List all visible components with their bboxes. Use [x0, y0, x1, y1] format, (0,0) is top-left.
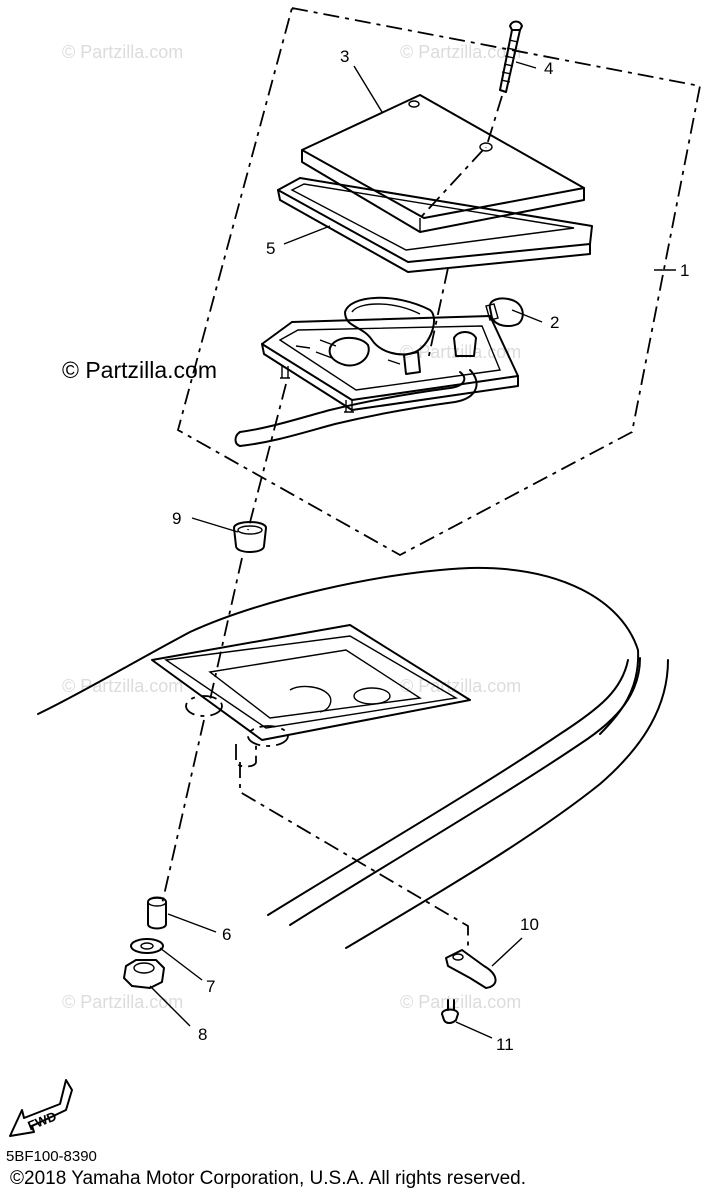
alignment-lines: [161, 95, 503, 950]
callout-8: 8: [198, 1025, 207, 1044]
diagram-part-code: 5BF100-8390: [6, 1148, 97, 1165]
copyright-notice: ©2018 Yamaha Motor Corporation, U.S.A. A…: [10, 1168, 526, 1189]
callout-10: 10: [520, 915, 539, 934]
nut: [123, 959, 165, 989]
watermark-main: © Partzilla.com: [62, 357, 217, 383]
washer: [130, 938, 164, 954]
watermarks: © Partzilla.com © Partzilla.com © Partzi…: [62, 42, 521, 1012]
watermark: © Partzilla.com: [62, 42, 183, 62]
callout-1: 1: [680, 261, 689, 280]
callout-6: 6: [222, 925, 231, 944]
callout-2: 2: [550, 313, 559, 332]
collar: [147, 896, 167, 930]
callout-7: 7: [206, 977, 215, 996]
callout-9: 9: [172, 509, 181, 528]
bracket: [445, 949, 497, 989]
bulb: [485, 297, 524, 327]
callout-5: 5: [266, 239, 275, 258]
hull: [37, 566, 669, 949]
housing: [234, 296, 519, 447]
watermark: © Partzilla.com: [400, 42, 521, 62]
lid: [301, 94, 585, 233]
small-screw: [441, 999, 459, 1024]
callout-4: 4: [544, 59, 553, 78]
assembly-boundary: [176, 6, 702, 557]
callout-11: 11: [496, 1035, 514, 1054]
screw: [499, 20, 523, 93]
callout-3: 3: [340, 47, 349, 66]
watermark: © Partzilla.com: [62, 676, 183, 696]
watermark: © Partzilla.com: [400, 676, 521, 696]
grommet: [233, 521, 267, 553]
gasket: [277, 177, 593, 273]
watermark: © Partzilla.com: [400, 992, 521, 1012]
fwd-label: FWD: [26, 1108, 59, 1133]
watermark: © Partzilla.com: [62, 992, 183, 1012]
leader-lines: [149, 61, 676, 1039]
callouts: 1 2 3 4 5 6 7 8 9 10 11: [172, 47, 689, 1054]
fwd-arrow-icon: FWD: [9, 1079, 73, 1137]
